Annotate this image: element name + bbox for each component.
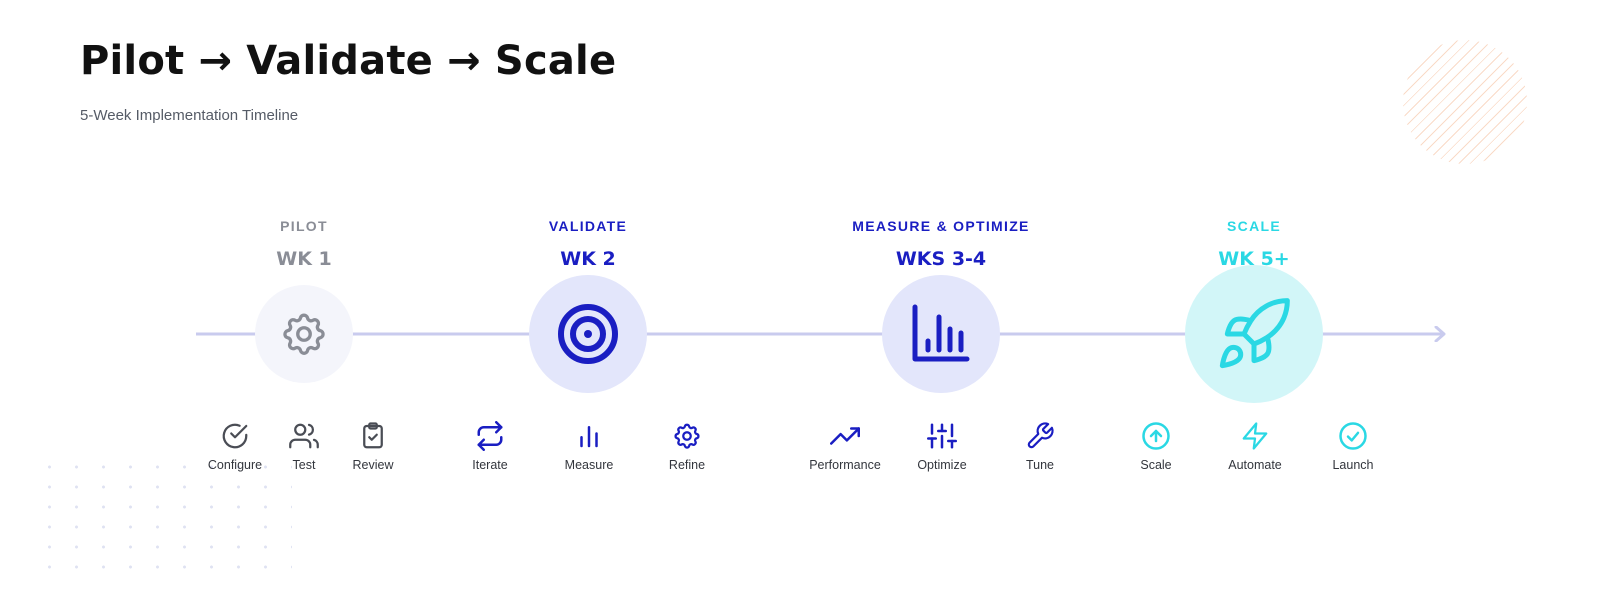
task-review: Review xyxy=(323,421,423,472)
lightning-icon xyxy=(1242,422,1268,450)
task-label: Measure xyxy=(564,458,614,472)
task-measure: Measure xyxy=(539,421,639,472)
task-label: Refine xyxy=(668,458,706,472)
task-optimize: Optimize xyxy=(892,421,992,472)
phase-week: WK 1 xyxy=(276,248,332,270)
task-test: Test xyxy=(254,421,354,472)
phase-label: VALIDATE xyxy=(548,218,628,234)
arrow-up-circle-icon xyxy=(1142,422,1170,450)
phase-circle xyxy=(882,275,1000,393)
gear-icon xyxy=(674,423,700,449)
trending-up-icon xyxy=(830,427,860,445)
task-label: Review xyxy=(352,458,394,472)
clipboard-check-icon xyxy=(363,422,383,449)
task-label: Automate xyxy=(1228,458,1282,472)
phase-week: WK 2 xyxy=(560,248,616,270)
task-scale: Scale xyxy=(1106,421,1206,472)
task-label: Optimize xyxy=(917,458,967,472)
phase-label: MEASURE & OPTIMIZE xyxy=(852,218,1030,234)
task-label: Iterate xyxy=(472,458,508,472)
phase-week: WK 5+ xyxy=(1218,248,1290,270)
task-label: Launch xyxy=(1332,458,1374,472)
task-iterate: Iterate xyxy=(440,421,540,472)
task-configure: Configure xyxy=(185,421,285,472)
phase-circle xyxy=(255,285,353,383)
sliders-icon xyxy=(927,423,957,449)
decorative-dot-grid xyxy=(36,457,292,577)
task-label: Test xyxy=(292,458,316,472)
phase-circle xyxy=(529,275,647,393)
target-icon xyxy=(558,304,618,364)
task-label: Scale xyxy=(1140,458,1172,472)
bar-chart-icon xyxy=(580,426,598,448)
task-refine: Refine xyxy=(637,421,737,472)
check-circle-icon xyxy=(222,423,248,449)
task-label: Configure xyxy=(207,458,263,472)
task-label: Tune xyxy=(1025,458,1055,472)
task-label: Performance xyxy=(809,458,881,472)
phase-circle xyxy=(1185,265,1323,403)
task-performance: Performance xyxy=(795,421,895,472)
check-circle-icon xyxy=(1339,422,1367,450)
bar-chart-icon xyxy=(912,304,970,362)
task-automate: Automate xyxy=(1205,421,1305,472)
wrench-icon xyxy=(1027,422,1054,449)
rocket-icon xyxy=(1219,298,1290,369)
gear-icon xyxy=(283,313,325,355)
users-icon xyxy=(289,423,319,449)
page-subtitle: 5-Week Implementation Timeline xyxy=(80,107,299,124)
decorative-hatch-circle xyxy=(1403,40,1527,164)
task-launch: Launch xyxy=(1303,421,1403,472)
page-title: Pilot → Validate → Scale xyxy=(80,38,617,84)
phase-week: WKS 3-4 xyxy=(895,248,987,270)
repeat-arrows-icon xyxy=(477,421,503,451)
phase-label: SCALE xyxy=(1227,218,1281,234)
task-tune: Tune xyxy=(990,421,1090,472)
phase-label: PILOT xyxy=(280,218,328,234)
